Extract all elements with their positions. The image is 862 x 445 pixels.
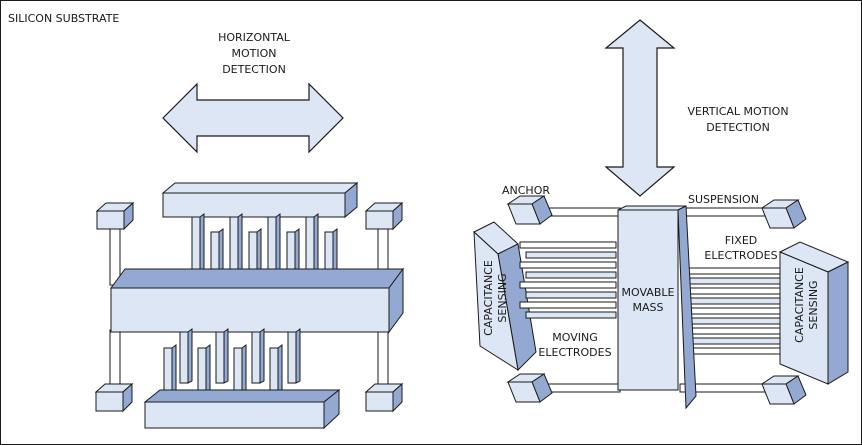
left-bottom-anchor [94, 382, 134, 413]
horizontal-motion-label-line3: DETECTION [222, 63, 286, 76]
vertical-arrow [604, 19, 676, 197]
right-electrodes [683, 267, 781, 355]
moving-electrodes-label-line2: ELECTRODES [538, 346, 611, 359]
suspension-label: SUSPENSION [688, 193, 759, 206]
anchor-label: ANCHOR [502, 184, 550, 197]
horizontal-motion-label-line1: HORIZONTAL [218, 31, 291, 44]
anchor-top-right [760, 199, 807, 229]
top-fixed-bar [161, 181, 359, 219]
proof-mass-bar [110, 267, 404, 334]
right-capacitance-block [778, 241, 850, 385]
fixed-electrodes-label-line1: FIXED [725, 234, 758, 247]
horizontal-arrow [162, 82, 344, 154]
movable-mass-block [617, 205, 697, 410]
right-top-anchor [364, 201, 404, 231]
horizontal-motion-label-line2: MOTION [232, 47, 277, 60]
vertical-motion-label-line1: VERTICAL MOTION [687, 105, 788, 118]
right-bottom-anchor [364, 382, 404, 413]
left-capacitance-label-line2: SENSING [496, 273, 509, 322]
left-top-anchor [95, 201, 135, 231]
left-capacitance-block [473, 221, 537, 372]
movable-mass-label-line2: MASS [633, 301, 664, 314]
left-electrodes [519, 241, 617, 319]
anchor-bottom-left [506, 373, 553, 403]
right-capacitance-label-line2: SENSING [807, 280, 820, 329]
right-capacitance-label-line1: CAPACITANCE [793, 267, 806, 343]
bottom-fixed-bar [143, 388, 341, 430]
moving-electrodes-label-line1: MOVING [552, 331, 597, 344]
substrate-label: SILICON SUBSTRATE [8, 12, 119, 25]
left-capacitance-label-line1: CAPACITANCE [482, 260, 495, 336]
movable-mass-label-line1: MOVABLE [622, 286, 675, 299]
fixed-electrodes-label-line2: ELECTRODES [704, 249, 777, 262]
anchor-bottom-right [760, 375, 807, 405]
vertical-motion-label-line2: DETECTION [706, 121, 770, 134]
anchor-top-left [506, 195, 553, 225]
